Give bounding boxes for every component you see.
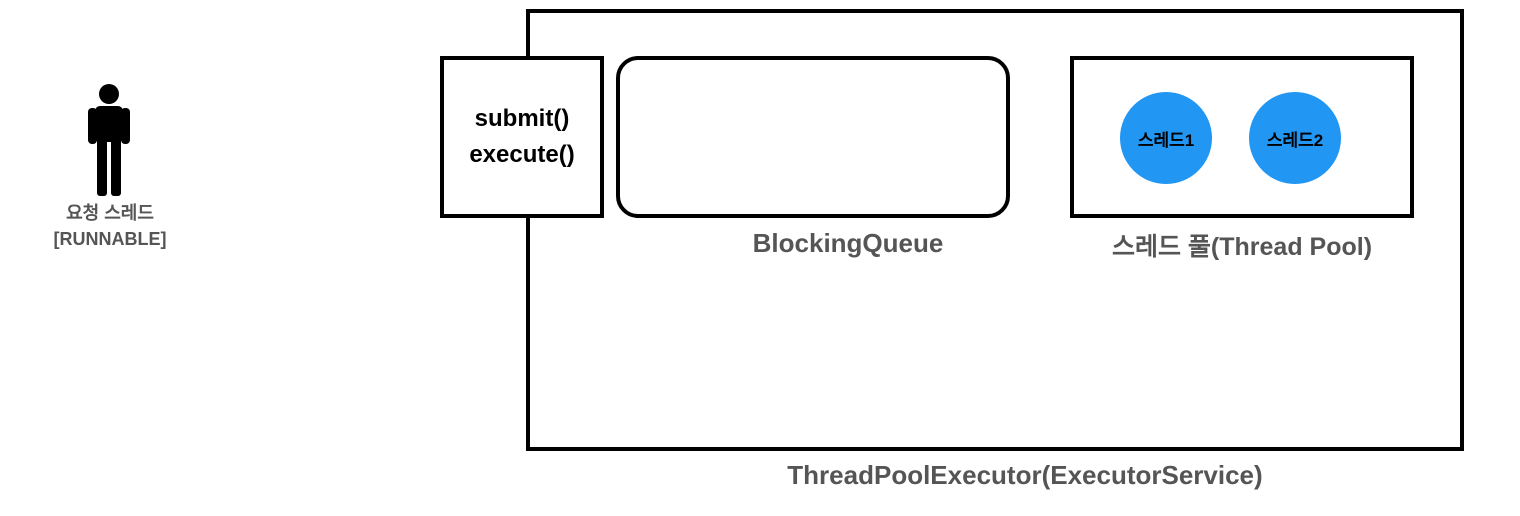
- requester-state: [RUNNABLE]: [53, 229, 167, 249]
- blocking-queue-label: BlockingQueue: [752, 228, 944, 258]
- person-icon: [88, 84, 130, 196]
- entry-methods-box: submit() execute(): [440, 56, 604, 218]
- requester-label: 요청 스레드 [RUNNABLE]: [20, 200, 200, 252]
- thread-pool-label: 스레드 풀(Thread Pool): [1111, 233, 1373, 261]
- blocking-queue-box: [616, 56, 1010, 218]
- executor-box: [526, 9, 1464, 451]
- thread-circle-2: 스레드2: [1249, 92, 1341, 184]
- requester-name: 요청 스레드: [66, 203, 154, 223]
- thread-circle-1: 스레드1: [1120, 92, 1212, 184]
- submit-method: submit(): [474, 105, 570, 132]
- executor-label: ThreadPoolExecutor(ExecutorService): [787, 460, 1263, 490]
- execute-method: execute(): [469, 141, 575, 168]
